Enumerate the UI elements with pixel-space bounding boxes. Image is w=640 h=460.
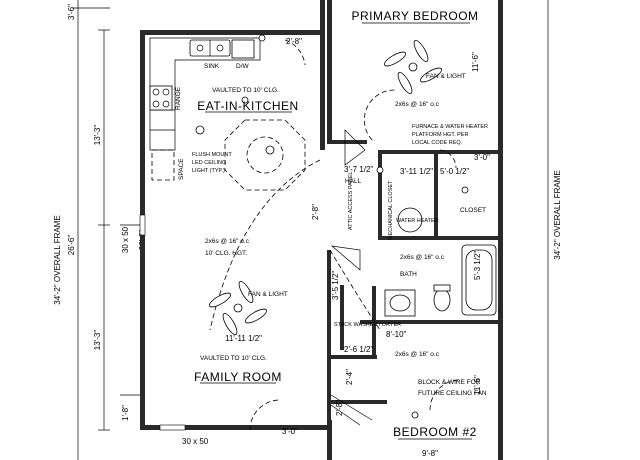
furnace-note-2: PLATFORM HGT. PER <box>412 132 468 138</box>
hall-label: HALL <box>345 178 362 185</box>
dim-window-bottom: 30 x 50 <box>182 437 209 446</box>
kitchen-sink-icon <box>189 39 231 57</box>
dining-table-outline <box>224 119 306 191</box>
family-vault-note: VAULTED TO 10' CLG. <box>200 355 267 362</box>
range-label: RANGE <box>175 86 182 110</box>
dim-bath-tub: 5'-3 1/2" <box>473 251 482 280</box>
dim-kitchen-opening: 2'-8" <box>286 37 302 46</box>
space-label: SPACE <box>178 158 185 180</box>
eat-in-kitchen-label: EAT-IN-KITCHEN <box>197 99 298 113</box>
mechanical-closet-label: MECHANICAL CLOSET <box>388 180 394 240</box>
bedroom-2-label: BEDROOM #2 <box>393 425 477 439</box>
kitchen-vault-note: VAULTED TO 10' CLG. <box>212 87 279 94</box>
dim-bed2-depth: 9'-8" <box>422 449 438 458</box>
bath-label: BATH <box>400 271 417 278</box>
family-joists-note: 2x6s @ 16" o.c <box>205 238 250 245</box>
bedroom-fan-note: FAN & LIGHT <box>426 73 466 80</box>
dim-bed-width: 11'-6" <box>471 52 480 72</box>
dim-laundry-width: 3'-5 1/2" <box>331 271 340 300</box>
range-icon <box>149 85 173 111</box>
kitchen-light-note-1: FLUSH MOUNT <box>192 152 232 158</box>
dim-left-bottom: 1'-8" <box>121 405 130 421</box>
kitchen-light-note-2: LED CEILING <box>192 160 226 166</box>
attic-access-label: ATTIC ACCESS PANEL <box>348 172 354 230</box>
primary-bedroom-label: PRIMARY BEDROOM <box>351 9 478 23</box>
family-fan-note: FAN & LIGHT <box>248 291 288 298</box>
furnace-note-1: FURNACE & WATER HEATER <box>412 124 488 130</box>
dim-closet-door: 3'-0" <box>474 153 490 162</box>
sink-label: SINK <box>204 63 220 70</box>
dimension-lines <box>72 0 549 460</box>
dim-left-total: 26'-6" <box>67 235 76 256</box>
toilet-tank-icon <box>433 284 451 292</box>
block-wire-note-1: BLOCK & WIRE FOR <box>418 379 481 386</box>
dim-bath-width: 8'-10" <box>386 330 407 339</box>
block-wire-note-2: FUTURE CEILING FAN <box>418 390 487 397</box>
dim-kitchen-depth: 2'-8" <box>311 204 320 220</box>
stack-washer-dryer-label: STACK WASHER / DRYER <box>334 322 401 328</box>
dim-fam-width: 11'-11 1/2" <box>225 334 262 343</box>
dim-closet-width: 5'-0 1/2" <box>440 167 469 176</box>
family-room-label: FAMILY ROOM <box>194 370 282 384</box>
ceiling-light-icons <box>195 34 469 419</box>
dim-lower-left: 13'-3" <box>93 330 102 351</box>
dim-window-left: 30 x 50 <box>121 226 130 253</box>
family-ceiling-note: 10' CLG. HGT. <box>205 250 247 257</box>
bedroom-ceiling-fan-icon <box>384 40 442 94</box>
dishwasher-icon <box>231 39 255 59</box>
water-heater-label: WATER HEATER <box>396 218 439 224</box>
toilet-icon <box>433 288 451 312</box>
dim-hall-door: 2'-4" <box>345 369 354 385</box>
exterior-walls <box>139 0 503 460</box>
dim-wall-thick: 2'-8" <box>335 400 344 416</box>
water-heater-icon <box>397 207 423 233</box>
bedroom-joists-note: 2x6s @ 16" o.c <box>395 101 440 108</box>
dim-overall-frame-left: 34'-2" OVERALL FRAME <box>53 215 62 304</box>
bath-joists-note: 2x6s @ 16" o.c <box>400 254 445 261</box>
dim-laundry-depth: 2'-6 1/2" <box>344 345 373 354</box>
dim-entry-door: 3'-0" <box>282 427 298 436</box>
family-ceiling-fan-icon <box>209 281 267 335</box>
fridge-space <box>151 149 175 181</box>
kitchen-light-note-3: LIGHT (TYP.) <box>192 168 225 174</box>
closet-label: CLOSET <box>460 207 486 214</box>
dim-overall-frame-right: 34'-2" OVERALL FRAME <box>553 170 562 259</box>
bath-sink-icon <box>389 294 411 312</box>
hatched-areas <box>330 129 373 426</box>
dim-bed2-width: 11'-6" <box>473 375 482 395</box>
dim-upper-left: 13'-3" <box>93 125 102 146</box>
dim-hall-width: 3'-7 1/2" <box>344 165 373 174</box>
bedroom2-joists-note: 2x6s @ 16" o.c <box>395 351 440 358</box>
dim-mech-width: 3'-11 1/2" <box>400 167 433 176</box>
furnace-note-3: LOCAL CODE REQ. <box>412 140 463 146</box>
dim-top-left: 3'-6" <box>67 4 76 20</box>
bath-fixtures <box>384 244 497 317</box>
dw-label: D/W <box>236 63 250 70</box>
